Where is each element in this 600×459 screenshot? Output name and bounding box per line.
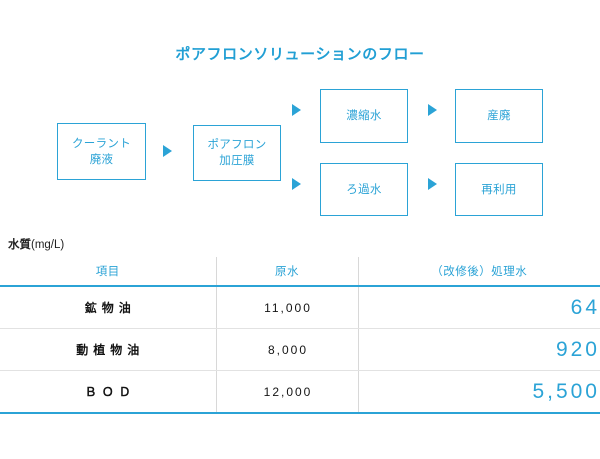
column-header-item: 項目 bbox=[0, 257, 216, 287]
cell-treated-water-value: 64 bbox=[357, 286, 600, 329]
triangle-right-icon bbox=[428, 104, 437, 116]
table-row: 鉱物油 11,000 64 bbox=[0, 286, 600, 329]
flow-box-concentrated-water: 濃縮水 bbox=[320, 89, 408, 143]
flow-box-poreflon-membrane-line2: 加圧膜 bbox=[219, 155, 255, 167]
flow-diagram-title: ポアフロンソリューションのフロー bbox=[175, 46, 425, 64]
flow-box-reuse: 再利用 bbox=[455, 163, 543, 216]
flow-box-filtered-water-label: ろ過水 bbox=[346, 183, 382, 196]
cell-item-name: 鉱物油 bbox=[0, 286, 216, 329]
flow-box-industrial-waste: 産廃 bbox=[455, 89, 543, 143]
cell-treated-water-value: 920 bbox=[357, 328, 600, 371]
triangle-right-icon bbox=[292, 104, 301, 116]
triangle-right-icon bbox=[428, 178, 437, 190]
cell-treated-water-value: 5,500 bbox=[357, 370, 600, 414]
flow-box-coolant-waste-line2: 廃液 bbox=[89, 153, 114, 166]
water-quality-caption-label: 水質 bbox=[8, 239, 31, 251]
table-row: ＢＯＤ 12,000 5,500 bbox=[0, 370, 600, 414]
flow-box-poreflon-membrane-line1: ポアフロン bbox=[207, 139, 267, 151]
flow-box-concentrated-water-label: 濃縮水 bbox=[346, 110, 382, 122]
triangle-right-icon bbox=[163, 145, 172, 157]
table-header-row: 項目 原水 （改修後）処理水 bbox=[0, 257, 600, 287]
column-header-raw-water: 原水 bbox=[215, 257, 358, 287]
flow-box-filtered-water: ろ過水 bbox=[320, 163, 408, 216]
flow-box-poreflon-membrane: ポアフロン 加圧膜 bbox=[193, 125, 281, 181]
flow-box-coolant-waste: クーラント 廃液 bbox=[57, 123, 146, 180]
cell-raw-water-value: 12,000 bbox=[215, 370, 358, 414]
cell-raw-water-value: 11,000 bbox=[215, 286, 358, 329]
flow-diagram-section: ポアフロンソリューションのフロー クーラント 廃液 ポアフロン 加圧膜 濃縮水 … bbox=[57, 46, 543, 216]
triangle-right-icon bbox=[292, 178, 301, 190]
water-quality-caption-unit: (mg/L) bbox=[31, 239, 65, 251]
flow-box-industrial-waste-label: 産廃 bbox=[487, 110, 511, 122]
water-quality-table: 項目 原水 （改修後）処理水 鉱物油 11,000 64 動植物油 8,000 … bbox=[0, 257, 600, 414]
column-header-treated-water: （改修後）処理水 bbox=[357, 257, 600, 287]
cell-raw-water-value: 8,000 bbox=[215, 328, 358, 371]
flow-box-coolant-waste-line1: クーラント bbox=[72, 137, 131, 150]
flow-box-reuse-label: 再利用 bbox=[481, 183, 517, 196]
cell-item-name: 動植物油 bbox=[0, 328, 216, 371]
table-row: 動植物油 8,000 920 bbox=[0, 328, 600, 371]
cell-item-name: ＢＯＤ bbox=[0, 370, 216, 414]
water-quality-caption: 水質(mg/L) bbox=[8, 236, 64, 252]
